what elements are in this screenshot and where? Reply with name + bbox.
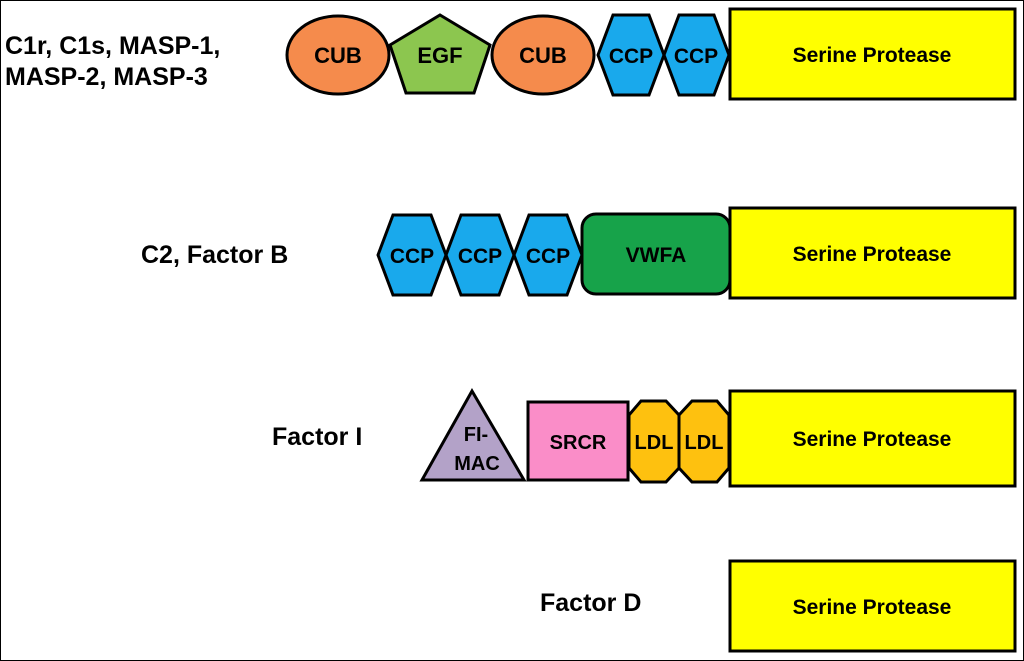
ldl-shape: [627, 399, 681, 484]
row1-label-line2: MASP-2, MASP-3: [5, 63, 208, 91]
ccp-label: CCP: [526, 245, 570, 268]
row2-serine-protease-domain: Serine Protease: [728, 206, 1017, 300]
row4-domains: Serine Protease: [728, 559, 1017, 653]
row1-cub-domain-2: CUB: [490, 14, 596, 96]
row1-label-line1: C1r, C1s, MASP-1,: [5, 32, 221, 60]
row1-domains: CUB EGF CUB CCP CCP Serine Protease: [285, 7, 1017, 101]
row1-ccp-domain-1: CCP: [596, 13, 666, 97]
srcr-shape: [526, 400, 630, 482]
ldl-label: LDL: [635, 432, 674, 454]
ccp-label: CCP: [458, 245, 502, 268]
row3-serine-protease-domain: Serine Protease: [728, 389, 1017, 488]
fimac-label-line1: FI-: [464, 424, 488, 446]
serine-protease-label: Serine Protease: [793, 243, 952, 266]
row3-domains: FI- MAC SRCR LDL LDL Serine Protease: [419, 387, 1017, 488]
fimac-label-line2: MAC: [454, 453, 500, 475]
ldl-shape: [677, 399, 731, 484]
row3-ldl-domain-2: LDL: [677, 399, 731, 484]
serine-protease-shape: [728, 7, 1017, 101]
ccp-label: CCP: [390, 245, 434, 268]
row3-fimac-domain: FI- MAC: [419, 387, 527, 482]
row3-ldl-domain-1: LDL: [627, 399, 681, 484]
row1-cub-domain-1: CUB: [285, 14, 391, 96]
cub-label: CUB: [519, 43, 567, 68]
row1-egf-domain: EGF: [388, 13, 492, 95]
row2-vwfa-domain: VWFA: [580, 212, 732, 296]
ldl-label: LDL: [685, 432, 724, 454]
serine-protease-shape: [728, 559, 1017, 653]
cub-shape: [285, 14, 391, 96]
row3-label: Factor I: [272, 423, 363, 451]
serine-protease-label: Serine Protease: [793, 44, 952, 67]
row1-ccp-domain-2: CCP: [662, 13, 731, 97]
row4-serine-protease-domain: Serine Protease: [728, 559, 1017, 653]
row2-domains: CCP CCP CCP VWFA Serine Protease: [376, 206, 1017, 300]
serine-protease-label: Serine Protease: [793, 428, 952, 451]
row2-ccp-domain-2: CCP: [444, 213, 516, 297]
row4-label: Factor D: [540, 589, 642, 617]
vwfa-label: VWFA: [626, 244, 687, 267]
row1-serine-protease-domain: Serine Protease: [728, 7, 1017, 101]
cub-shape: [490, 14, 596, 96]
egf-shape: [388, 13, 492, 95]
row2-ccp-domain-1: CCP: [376, 213, 448, 297]
serine-protease-label: Serine Protease: [793, 596, 952, 619]
row2-ccp-domain-3: CCP: [512, 213, 584, 297]
serine-protease-shape: [728, 389, 1017, 488]
cub-label: CUB: [314, 43, 362, 68]
srcr-label: SRCR: [550, 432, 607, 454]
fimac-shape: [419, 387, 527, 482]
egf-label: EGF: [417, 43, 462, 68]
serine-protease-shape: [728, 206, 1017, 300]
row3-srcr-domain: SRCR: [526, 400, 630, 482]
ccp-label: CCP: [674, 45, 718, 68]
ccp-label: CCP: [609, 45, 653, 68]
row2-label: C2, Factor B: [141, 241, 289, 269]
